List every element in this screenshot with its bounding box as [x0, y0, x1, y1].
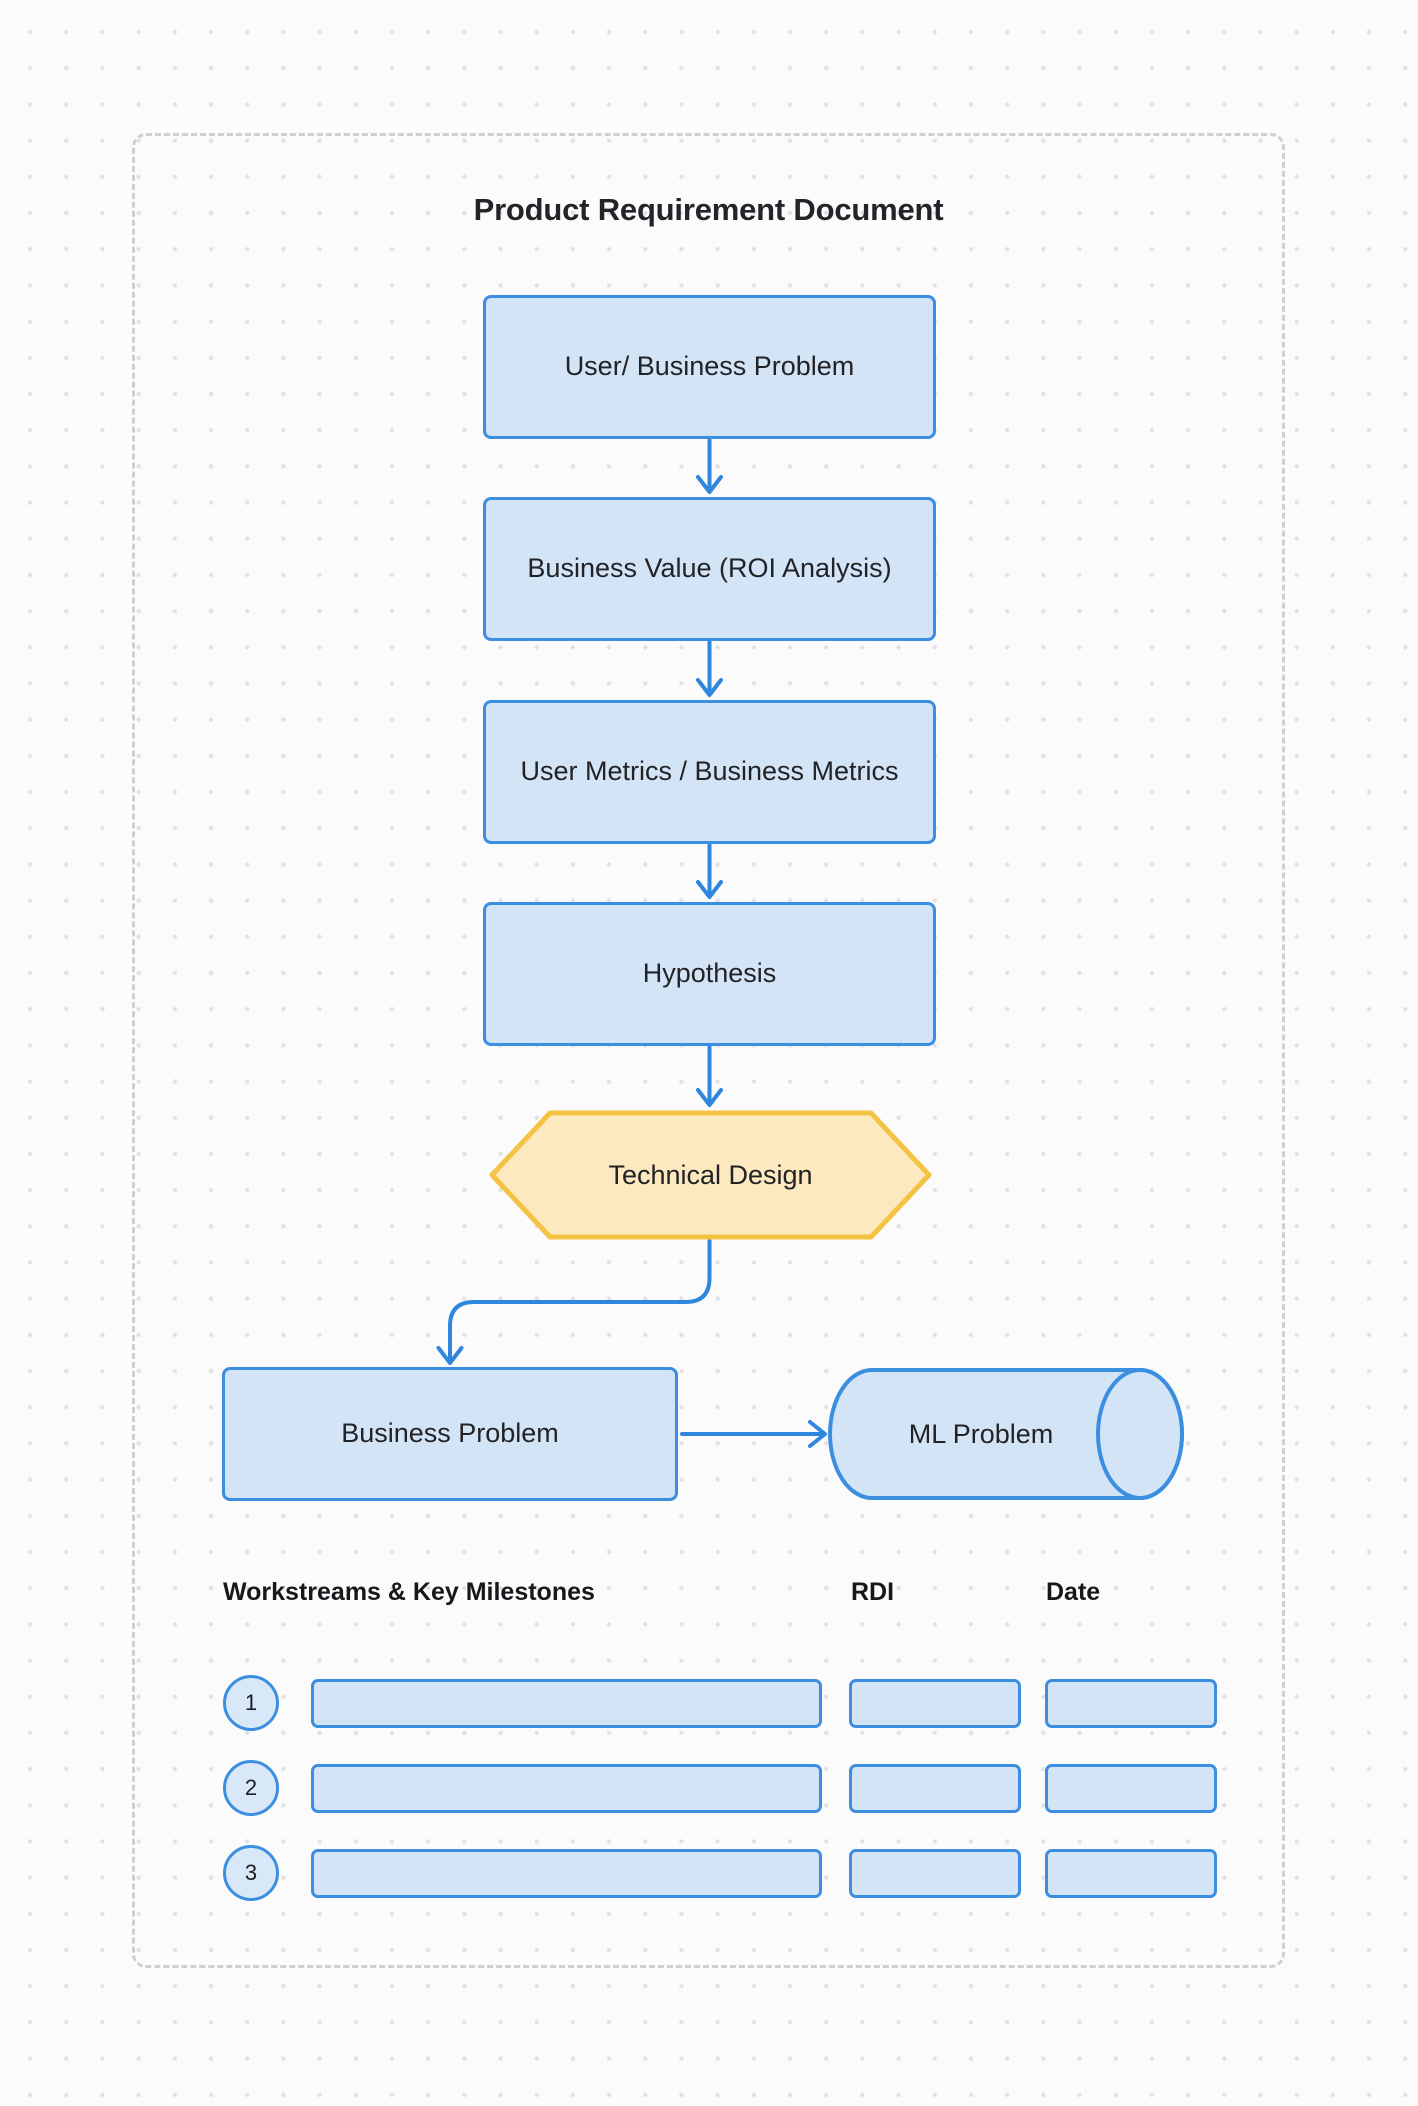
table-row: 1	[0, 1675, 1418, 1733]
column-header-rdi: RDI	[851, 1578, 895, 1606]
column-header-date: Date	[1046, 1578, 1101, 1606]
node-label: User Metrics / Business Metrics	[520, 756, 899, 787]
row-number-badge: 3	[223, 1845, 279, 1901]
node-label: Business Problem	[341, 1418, 559, 1449]
column-header-workstreams: Workstreams & Key Milestones	[223, 1578, 595, 1606]
cell-workstream[interactable]	[311, 1679, 822, 1728]
node-ml-problem[interactable]: ML Problem	[827, 1367, 1195, 1501]
table-header-row: Workstreams & Key Milestones RDI Date	[0, 1578, 1418, 1622]
row-number-badge: 2	[223, 1760, 279, 1816]
page-title: Product Requirement Document	[473, 192, 944, 227]
table-row: 2	[0, 1760, 1418, 1818]
hexagon-shape	[489, 1110, 932, 1240]
cell-date[interactable]	[1045, 1679, 1217, 1728]
cell-workstream[interactable]	[311, 1764, 822, 1813]
node-business-value[interactable]: Business Value (ROI Analysis)	[483, 497, 936, 641]
cell-date[interactable]	[1045, 1849, 1217, 1898]
node-label: Technical Design	[608, 1159, 813, 1190]
node-business-problem[interactable]: Business Problem	[222, 1367, 678, 1501]
cell-rdi[interactable]	[849, 1849, 1021, 1898]
node-label: Business Value (ROI Analysis)	[527, 553, 892, 584]
node-label: Hypothesis	[642, 958, 777, 989]
node-technical-design[interactable]: Technical Design	[489, 1110, 932, 1240]
table-row: 3	[0, 1845, 1418, 1903]
node-user-business-problem[interactable]: User/ Business Problem	[483, 295, 936, 439]
cell-workstream[interactable]	[311, 1849, 822, 1898]
node-label: User/ Business Problem	[564, 351, 855, 382]
node-hypothesis[interactable]: Hypothesis	[483, 902, 936, 1046]
cylinder-shape	[828, 1368, 1184, 1500]
node-label: ML Problem	[908, 1418, 1054, 1449]
cell-rdi[interactable]	[849, 1679, 1021, 1728]
row-number-badge: 1	[223, 1675, 279, 1731]
canvas-frame	[132, 133, 1285, 1968]
cell-date[interactable]	[1045, 1764, 1217, 1813]
cell-rdi[interactable]	[849, 1764, 1021, 1813]
node-user-metrics[interactable]: User Metrics / Business Metrics	[483, 700, 936, 844]
